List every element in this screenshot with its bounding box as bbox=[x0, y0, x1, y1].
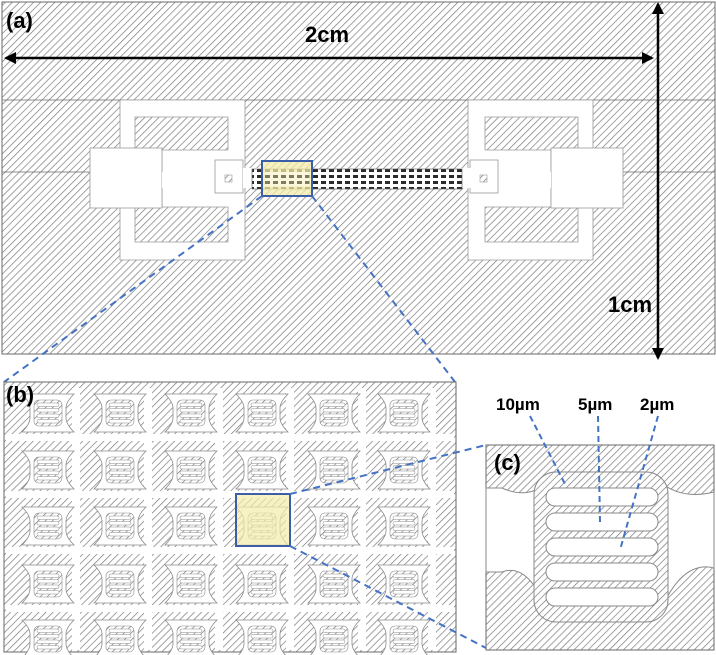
panel-c-slot-1 bbox=[545, 487, 659, 507]
scale-label-10um: 10µm bbox=[496, 395, 540, 414]
left-anchor-pad bbox=[89, 99, 265, 261]
lattice-cell bbox=[377, 619, 431, 655]
lattice-channel-vertical bbox=[215, 388, 223, 650]
leader-line-b-c-bottom bbox=[289, 545, 487, 649]
lattice-cell bbox=[164, 506, 218, 546]
lattice-cell bbox=[21, 393, 75, 433]
lattice-cell bbox=[93, 450, 147, 490]
lattice-cell bbox=[21, 619, 75, 655]
lattice-cell bbox=[235, 450, 289, 490]
right-anchor-pad bbox=[460, 99, 624, 261]
lattice-cell bbox=[377, 393, 431, 433]
panel-c-slot-3 bbox=[545, 537, 659, 557]
lattice-cell bbox=[164, 450, 218, 490]
panel-c: 10µm 5µm 2µm (c) bbox=[485, 395, 715, 651]
lattice-channel-vertical bbox=[428, 388, 436, 650]
lattice-cell bbox=[235, 393, 289, 433]
leader-line-a-b-left bbox=[3, 195, 263, 383]
panel-b-zoom-box bbox=[235, 493, 291, 547]
height-dimension-label: 1cm bbox=[608, 292, 652, 317]
lattice-cell bbox=[93, 506, 147, 546]
scale-label-2um: 2µm bbox=[640, 395, 674, 414]
lattice-cell bbox=[93, 393, 147, 433]
lattice-cell bbox=[307, 506, 361, 546]
lattice-cell bbox=[21, 506, 75, 546]
lattice-cell bbox=[307, 564, 361, 604]
lattice-channel-horizontal bbox=[6, 491, 454, 498]
lattice-cell bbox=[164, 393, 218, 433]
scale-leader-10um bbox=[529, 415, 567, 487]
panel-c-slot-2 bbox=[545, 512, 659, 532]
panel-c-label: (c) bbox=[494, 450, 521, 475]
lattice-cell bbox=[377, 506, 431, 546]
lattice-channel-horizontal bbox=[6, 547, 454, 554]
lattice-cell bbox=[307, 393, 361, 433]
leader-line-a-b-right bbox=[311, 195, 456, 383]
leader-line-b-c-top bbox=[289, 444, 487, 495]
scale-leader-5um bbox=[597, 415, 601, 523]
panel-b: (b) bbox=[3, 381, 457, 655]
lattice-channel-horizontal bbox=[6, 434, 454, 441]
panel-c-slot-5 bbox=[545, 587, 659, 607]
lattice-channel-vertical bbox=[144, 388, 152, 650]
panel-c-slot-4 bbox=[545, 562, 659, 582]
lattice-cell bbox=[235, 564, 289, 604]
lattice-channel-vertical bbox=[72, 388, 80, 650]
scale-leader-2um bbox=[619, 415, 659, 551]
panel-a: 2cm 1cm (a) bbox=[1, 1, 716, 360]
panel-b-label: (b) bbox=[6, 382, 34, 407]
lattice-cell bbox=[21, 564, 75, 604]
panel-a-label: (a) bbox=[6, 8, 33, 33]
lattice-cell bbox=[235, 619, 289, 655]
lattice-cell bbox=[93, 619, 147, 655]
lattice-cell bbox=[307, 450, 361, 490]
lattice-cell bbox=[93, 564, 147, 604]
lattice-cell bbox=[164, 564, 218, 604]
lattice-cell bbox=[377, 564, 431, 604]
lattice-cell bbox=[21, 450, 75, 490]
scale-label-5um: 5µm bbox=[578, 395, 612, 414]
width-dimension-label: 2cm bbox=[305, 22, 349, 47]
lattice-channel-vertical bbox=[358, 388, 366, 650]
lattice-channel-horizontal bbox=[6, 605, 454, 612]
lattice-cell bbox=[164, 619, 218, 655]
lattice-cell bbox=[307, 619, 361, 655]
